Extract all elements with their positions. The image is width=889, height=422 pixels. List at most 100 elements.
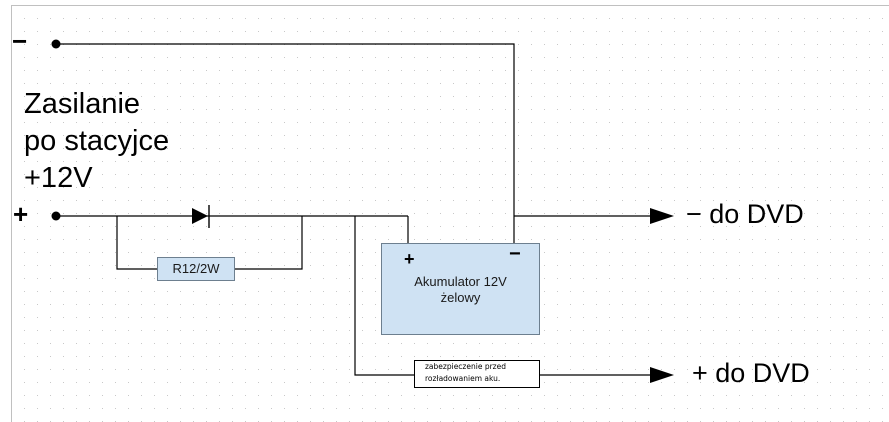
grid-dot	[414, 70, 415, 71]
grid-dot	[765, 213, 766, 214]
grid-dot	[50, 96, 51, 97]
grid-dot	[323, 96, 324, 97]
grid-dot	[596, 31, 597, 32]
grid-dot	[752, 83, 753, 84]
grid-dot	[102, 122, 103, 123]
grid-dot	[726, 252, 727, 253]
grid-dot	[323, 408, 324, 409]
grid-dot	[492, 174, 493, 175]
grid-dot	[180, 343, 181, 344]
grid-dot	[791, 70, 792, 71]
grid-dot	[596, 96, 597, 97]
grid-dot	[635, 18, 636, 19]
grid-dot	[76, 278, 77, 279]
grid-dot	[141, 200, 142, 201]
grid-dot	[284, 148, 285, 149]
grid-dot	[609, 31, 610, 32]
grid-dot	[219, 187, 220, 188]
grid-dot	[323, 317, 324, 318]
grid-dot	[687, 356, 688, 357]
grid-dot	[167, 83, 168, 84]
grid-dot	[726, 226, 727, 227]
grid-dot	[583, 96, 584, 97]
grid-dot	[466, 174, 467, 175]
grid-dot	[505, 83, 506, 84]
grid-dot	[583, 44, 584, 45]
grid-dot	[570, 44, 571, 45]
grid-dot	[76, 83, 77, 84]
grid-dot	[856, 122, 857, 123]
grid-dot	[167, 135, 168, 136]
grid-dot	[297, 122, 298, 123]
grid-dot	[180, 57, 181, 58]
grid-dot	[674, 265, 675, 266]
grid-dot	[817, 148, 818, 149]
grid-dot	[804, 83, 805, 84]
grid-dot	[245, 239, 246, 240]
grid-dot	[323, 252, 324, 253]
grid-dot	[414, 57, 415, 58]
grid-dot	[752, 252, 753, 253]
grid-dot	[154, 395, 155, 396]
grid-dot	[128, 161, 129, 162]
grid-dot	[700, 239, 701, 240]
grid-dot	[544, 343, 545, 344]
grid-dot	[557, 161, 558, 162]
grid-dot	[817, 226, 818, 227]
wire-resistor-left	[116, 216, 157, 270]
grid-dot	[739, 213, 740, 214]
grid-dot	[674, 278, 675, 279]
grid-dot	[635, 265, 636, 266]
grid-dot	[869, 148, 870, 149]
grid-dot	[388, 187, 389, 188]
grid-dot	[349, 187, 350, 188]
grid-dot	[154, 174, 155, 175]
grid-dot	[245, 109, 246, 110]
grid-dot	[245, 187, 246, 188]
grid-dot	[453, 161, 454, 162]
grid-dot	[557, 70, 558, 71]
grid-dot	[297, 148, 298, 149]
grid-dot	[76, 135, 77, 136]
grid-dot	[193, 31, 194, 32]
grid-dot	[778, 122, 779, 123]
grid-dot	[76, 18, 77, 19]
grid-dot	[817, 239, 818, 240]
grid-dot	[297, 369, 298, 370]
grid-dot	[570, 148, 571, 149]
grid-dot	[154, 278, 155, 279]
grid-dot	[648, 96, 649, 97]
grid-dot	[102, 148, 103, 149]
grid-dot	[115, 174, 116, 175]
grid-dot	[50, 343, 51, 344]
grid-dot	[505, 239, 506, 240]
grid-dot	[622, 200, 623, 201]
grid-dot	[50, 408, 51, 409]
grid-dot	[531, 122, 532, 123]
grid-dot	[76, 343, 77, 344]
grid-dot	[362, 369, 363, 370]
grid-dot	[245, 57, 246, 58]
grid-dot	[50, 369, 51, 370]
grid-dot	[323, 83, 324, 84]
grid-dot	[843, 382, 844, 383]
grid-dot	[713, 187, 714, 188]
grid-dot	[830, 187, 831, 188]
grid-dot	[102, 226, 103, 227]
grid-dot	[401, 57, 402, 58]
grid-dot	[284, 57, 285, 58]
grid-dot	[232, 96, 233, 97]
grid-dot	[50, 18, 51, 19]
grid-dot	[843, 330, 844, 331]
grid-dot	[479, 83, 480, 84]
grid-dot	[609, 252, 610, 253]
grid-dot	[791, 57, 792, 58]
grid-dot	[167, 252, 168, 253]
grid-dot	[115, 57, 116, 58]
grid-dot	[284, 83, 285, 84]
wire-resistor-right	[235, 216, 303, 270]
grid-dot	[388, 174, 389, 175]
grid-dot	[89, 70, 90, 71]
grid-dot	[284, 369, 285, 370]
grid-dot	[180, 109, 181, 110]
